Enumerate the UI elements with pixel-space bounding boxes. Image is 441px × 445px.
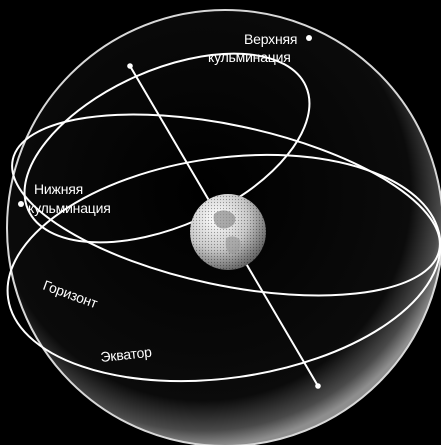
axis-top-point: [127, 63, 133, 69]
upper-culmination-label-line1: Верхняя: [244, 31, 297, 47]
lower-culmination-label-line1: Нижняя: [34, 181, 83, 197]
lower-culmination-point: [18, 201, 24, 207]
lower-culmination-label-line2: кульминация: [28, 200, 111, 216]
earth-globe: [190, 194, 266, 270]
upper-culmination-point: [306, 35, 312, 41]
upper-culmination-label-line2: кульминация: [208, 49, 291, 65]
axis-bottom-point: [315, 383, 321, 389]
